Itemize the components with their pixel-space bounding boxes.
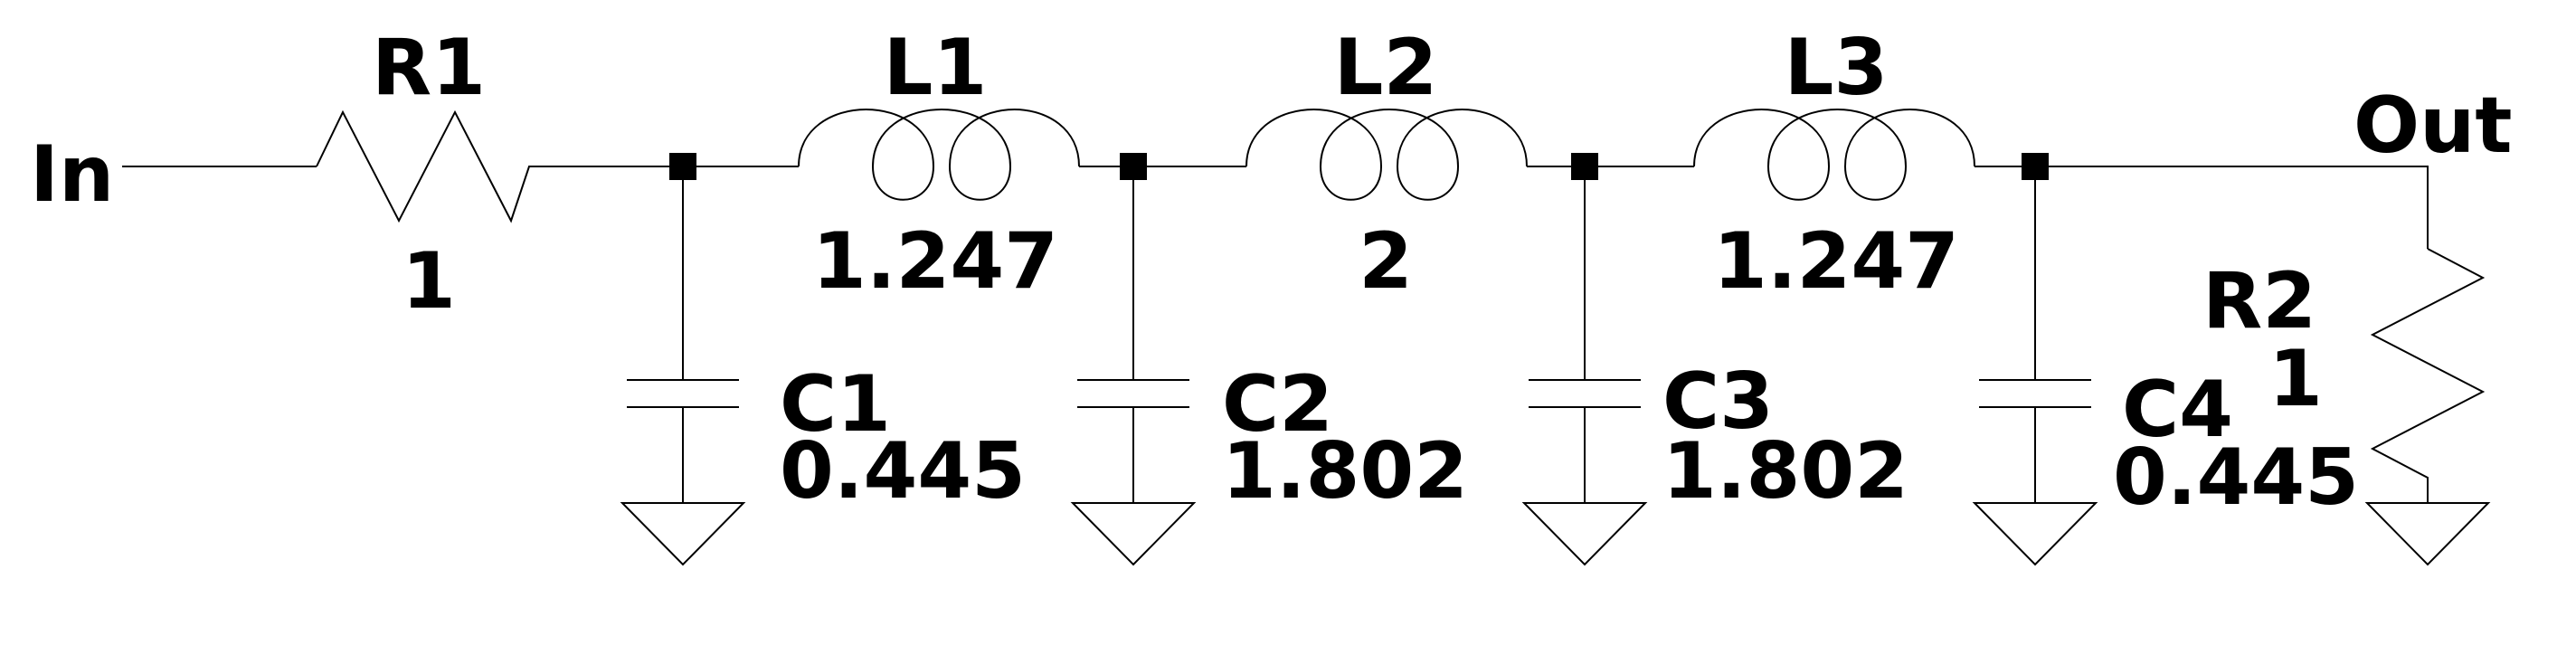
l3-value: 1.247 [1713, 216, 1959, 307]
inductor-l3 [1693, 109, 1975, 201]
capacitor-c3 [1521, 166, 1648, 566]
capacitor-c2 [1070, 166, 1197, 566]
c4-name: C4 [2122, 365, 2233, 455]
c3-value: 1.802 [1662, 426, 1908, 517]
input-label: In [30, 129, 114, 220]
output-label: Out [2353, 81, 2512, 171]
c1-value: 0.445 [780, 426, 1026, 517]
inductor-l1 [798, 109, 1080, 201]
inductor-l2 [1245, 109, 1528, 201]
junctions [669, 153, 2049, 180]
capacitor-c4 [1972, 166, 2098, 566]
c2-value: 1.802 [1222, 426, 1468, 517]
r2-name: R2 [2202, 256, 2316, 346]
ground-c3 [1521, 502, 1648, 566]
wire-l3-out [1975, 166, 2429, 249]
junction-dot [2022, 153, 2049, 180]
ground-c2 [1070, 502, 1197, 566]
r1-value: 1 [402, 236, 456, 327]
junction-dot [669, 153, 696, 180]
c1-name: C1 [780, 359, 891, 450]
l2-name: L2 [1334, 23, 1438, 113]
resistor-r1 [316, 109, 541, 223]
r1-name: R1 [372, 23, 486, 113]
l1-name: L1 [884, 23, 988, 113]
ground-c4 [1972, 502, 2098, 566]
ground-c1 [620, 502, 746, 566]
l2-value: 2 [1359, 216, 1413, 307]
c3-name: C3 [1662, 356, 1774, 447]
l1-value: 1.247 [812, 216, 1058, 307]
junction-dot [1571, 153, 1598, 180]
resistor-r2 [2364, 248, 2491, 566]
c2-name: C2 [1222, 359, 1333, 450]
l3-name: L3 [1785, 23, 1889, 113]
signal-wires [122, 166, 2429, 249]
c4-body [1979, 166, 2091, 503]
capacitor-c1 [620, 166, 746, 566]
c4-value: 0.445 [2113, 432, 2359, 523]
junction-dot [1120, 153, 1147, 180]
r2-value: 1 [2268, 334, 2323, 424]
ground-r2 [2364, 502, 2491, 566]
